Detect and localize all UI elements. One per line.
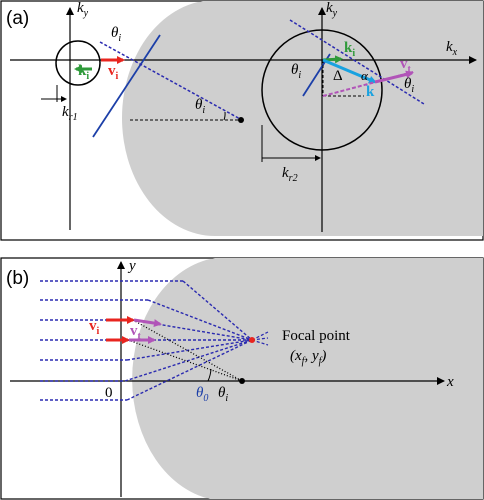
interface-line <box>92 34 161 138</box>
normal-dashed-line <box>99 41 243 121</box>
kr1-label: kr1 <box>62 104 78 123</box>
panel-b: (b) y x 0 vi vt Focal point (xf, yf) θ0 … <box>0 257 484 500</box>
lens-region-a <box>122 1 483 236</box>
origin-label: 0 <box>105 385 113 401</box>
vt-arrow-right <box>374 70 414 84</box>
ky-label-right: ky <box>326 0 338 19</box>
vt-arrow-1 <box>133 318 162 328</box>
ki-label-left: ki <box>78 63 89 82</box>
theta-label-far-right: θi <box>404 76 414 95</box>
panel-b-tag: (b) <box>6 268 29 289</box>
focal-point <box>249 337 255 343</box>
center-point-b <box>239 378 245 384</box>
vt-label: vt <box>130 323 142 342</box>
panel-a-tag: (a) <box>6 8 29 29</box>
vt-label-right: vt <box>400 56 412 75</box>
vt-dashed-right <box>322 71 414 97</box>
theta-arc-center <box>223 111 226 121</box>
lens-region-b <box>132 258 483 499</box>
theta-label-top: θi <box>111 25 121 44</box>
dashed-line-right-1 <box>289 19 425 105</box>
k-label-right: k <box>366 84 375 100</box>
ky-label-left: ky <box>77 0 89 19</box>
theta0-arc <box>207 368 212 382</box>
circle-kr1 <box>55 40 101 86</box>
thetai-label: θi <box>218 385 228 404</box>
focal-coords-label: (xf, yf) <box>290 348 326 367</box>
theta0-label: θ0 <box>196 385 208 404</box>
k-arrow-right <box>322 58 377 84</box>
kr2-label: kr2 <box>282 165 298 184</box>
alpha-label: α <box>361 68 369 83</box>
ki-label-right: ki <box>344 40 355 59</box>
center-point-a <box>238 117 244 123</box>
center-ray-2 <box>127 339 243 382</box>
x-axis-label: x <box>446 374 454 390</box>
theta-label-center: θi <box>195 97 205 116</box>
panel-a: (a) ky ky kx θi θi θi θi ki vi ki k vt Δ… <box>0 0 484 241</box>
vi-label-left: vi <box>108 63 119 82</box>
delta-label: Δ <box>333 68 343 84</box>
theta-label-right: θi <box>291 62 301 81</box>
kx-label: kx <box>446 39 458 58</box>
vi-label: vi <box>89 318 100 337</box>
y-axis-label: y <box>127 258 136 274</box>
focal-point-label: Focal point <box>282 328 351 344</box>
